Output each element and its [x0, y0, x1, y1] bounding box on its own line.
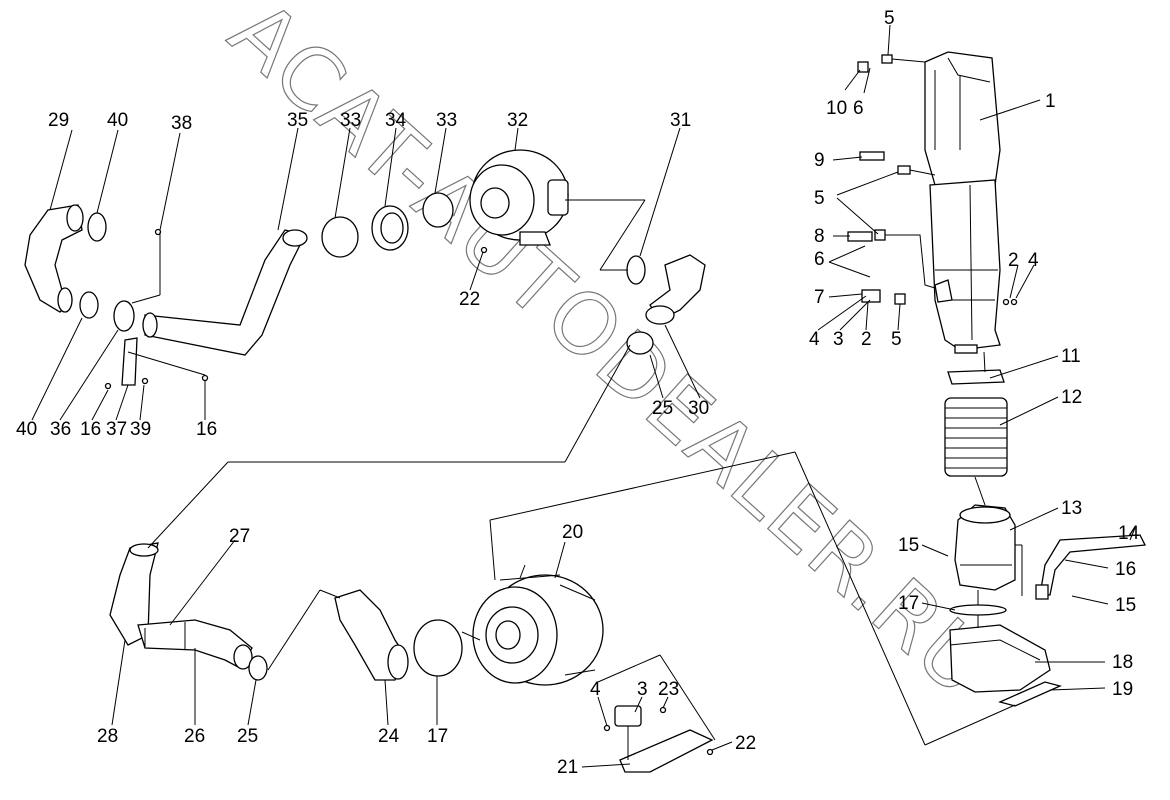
label-16-right: 16	[1115, 559, 1136, 580]
label-22-lower: 22	[735, 733, 756, 754]
label-11: 11	[1061, 346, 1081, 367]
label-8: 8	[814, 226, 825, 247]
gasket-17-right	[949, 604, 1007, 616]
label-35: 35	[287, 110, 308, 131]
outlet-duct-18	[949, 624, 1051, 693]
label-19: 19	[1112, 679, 1133, 700]
label-3-lower: 3	[637, 679, 648, 700]
label-23-lower: 23	[658, 679, 679, 700]
flange-gasket-11	[947, 369, 1005, 385]
label-40-bottom: 40	[16, 419, 37, 440]
clamp-31	[626, 255, 646, 285]
label-28: 28	[97, 726, 118, 747]
label-13: 13	[1061, 498, 1082, 519]
label-33-left: 33	[340, 110, 361, 131]
ring-36	[113, 300, 135, 332]
label-25-lower: 25	[237, 726, 258, 747]
label-5-mid: 5	[814, 188, 825, 209]
clamp-25-upper	[626, 331, 654, 355]
label-22-upper: 22	[459, 289, 480, 310]
label-40-top: 40	[107, 110, 128, 131]
clamp-25-lower	[248, 655, 268, 681]
label-21: 21	[557, 757, 578, 778]
label-16-mid: 16	[196, 419, 217, 440]
label-32: 32	[507, 110, 528, 131]
label-20: 20	[562, 522, 583, 543]
label-16-left: 16	[80, 419, 101, 440]
intake-elbow-13	[954, 504, 1016, 591]
bracket-21	[603, 705, 714, 773]
air-filter-housing-32	[469, 149, 569, 254]
label-31: 31	[670, 110, 691, 131]
label-17-right: 17	[898, 593, 919, 614]
label-29: 29	[48, 110, 69, 131]
label-15-right: 15	[1115, 595, 1136, 616]
label-6-mid: 6	[814, 249, 825, 270]
label-36: 36	[50, 419, 71, 440]
duct-sensor-fittings	[847, 54, 1018, 306]
label-33-right: 33	[436, 110, 457, 131]
clamp-19	[998, 681, 1062, 707]
bracket-14	[1035, 534, 1147, 600]
label-12: 12	[1061, 387, 1082, 408]
label-4: 4	[809, 329, 820, 350]
elbow-30	[645, 254, 706, 325]
pipe-bracket-37	[104, 228, 209, 390]
label-26: 26	[184, 726, 205, 747]
label-9: 9	[814, 150, 825, 171]
air-filter-housing-20	[472, 564, 604, 686]
label-15-left: 15	[898, 535, 919, 556]
hose-28	[109, 542, 159, 646]
label-7: 7	[814, 287, 825, 308]
seal-ring-17	[413, 619, 463, 677]
label-5-top: 5	[884, 8, 895, 29]
label-4-right: 4	[1028, 250, 1039, 271]
label-14: 14	[1118, 523, 1140, 544]
label-2: 2	[861, 329, 872, 350]
label-27: 27	[229, 526, 250, 547]
label-39: 39	[130, 419, 151, 440]
pipe-26	[137, 619, 253, 670]
label-24: 24	[378, 726, 400, 747]
elbow-hose-29	[24, 204, 84, 313]
label-18: 18	[1112, 652, 1133, 673]
leader-lines	[31, 24, 1136, 768]
label-2-right: 2	[1008, 250, 1019, 271]
label-1: 1	[1045, 91, 1056, 112]
callout-labels: 1 2 2 3 3 4 4 4 5 5 5 6 6 7 8 9 10 11 12…	[16, 8, 1140, 778]
label-4-lower: 4	[590, 679, 601, 700]
label-5-low: 5	[891, 329, 902, 350]
label-30: 30	[688, 398, 709, 419]
label-10: 10	[826, 98, 847, 119]
watermark-text: ACAT-AUTODEALER.RU	[212, 0, 1011, 715]
label-25-upper: 25	[652, 398, 673, 419]
clamp-rings-40	[79, 212, 107, 319]
intake-pipe-35	[142, 229, 308, 356]
bellows-12	[944, 397, 1008, 477]
label-38: 38	[171, 113, 192, 134]
air-duct-upper	[924, 51, 1001, 354]
seal-rings-33-34	[321, 192, 454, 258]
label-3: 3	[833, 329, 844, 350]
label-37: 37	[106, 419, 127, 440]
elbow-24	[334, 589, 409, 681]
label-6-top: 6	[853, 98, 864, 119]
label-34: 34	[385, 110, 407, 131]
label-17-lower: 17	[427, 726, 448, 747]
